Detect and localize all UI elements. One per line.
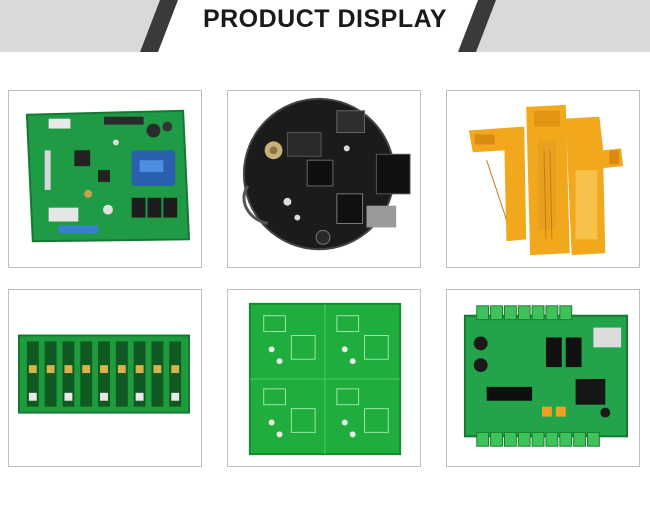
header-banner: PRODUCT DISPLAY	[0, 0, 650, 52]
product-image-2[interactable]	[227, 90, 421, 268]
product-image-6[interactable]	[446, 289, 640, 467]
panelized-green-pcb-strip-photo	[17, 334, 191, 414]
page-title: PRODUCT DISPLAY	[202, 5, 448, 33]
green-pcba-terminal-board-photo	[463, 305, 629, 447]
product-image-3[interactable]	[446, 90, 640, 268]
bare-green-pcb-photo	[248, 302, 402, 456]
round-black-pcba-photo	[242, 97, 411, 251]
product-image-4[interactable]	[8, 289, 202, 467]
product-gallery	[8, 90, 642, 468]
product-image-5[interactable]	[227, 289, 421, 467]
yellow-flex-pcb-photo	[468, 104, 624, 256]
green-control-board-photo	[25, 109, 191, 243]
banner-background	[0, 0, 650, 52]
product-image-1[interactable]	[8, 90, 202, 268]
